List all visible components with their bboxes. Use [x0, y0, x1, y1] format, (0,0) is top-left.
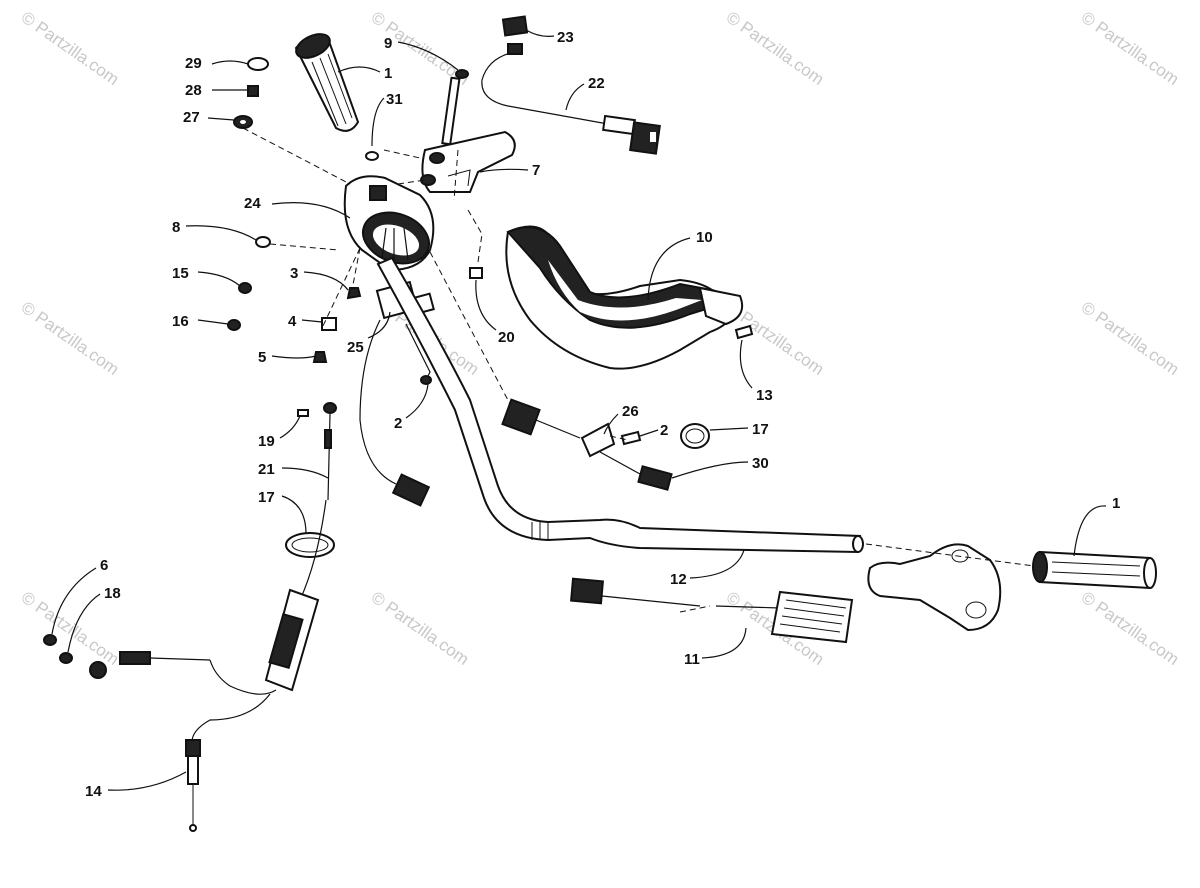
part-10-hand-guard[interactable]	[505, 225, 744, 370]
part-14-adjuster[interactable]	[185, 739, 201, 832]
assembly-lines	[242, 127, 1035, 613]
callout-6[interactable]: 6	[100, 557, 108, 574]
part-29-cap[interactable]	[247, 57, 269, 71]
part-7-bracket[interactable]	[420, 130, 516, 193]
callout-1-right[interactable]: 1	[1112, 495, 1120, 512]
part-18-washer[interactable]	[59, 652, 73, 664]
callout-14[interactable]: 14	[85, 783, 102, 800]
watermark: © Partzilla.com	[1078, 588, 1183, 669]
callout-17-upper[interactable]: 17	[752, 421, 769, 438]
part-15-nut[interactable]	[238, 282, 252, 294]
callout-28[interactable]: 28	[185, 82, 202, 99]
part-5-screw[interactable]	[312, 351, 328, 363]
part-12-handlebar[interactable]	[376, 256, 864, 554]
callout-11[interactable]: 11	[684, 651, 700, 668]
callout-1-top[interactable]: 1	[384, 65, 392, 82]
watermark: © Partzilla.com	[18, 298, 123, 379]
part-1-right-grip[interactable]	[1032, 550, 1157, 590]
callouts: 29 28 27 1 31 9 23 22 7 24 8 3 1	[51, 29, 1120, 800]
callout-24[interactable]: 24	[244, 195, 261, 212]
part-8-washer[interactable]	[255, 236, 271, 248]
callout-23[interactable]: 23	[557, 29, 574, 46]
part-26-connector-bracket[interactable]	[501, 398, 616, 458]
callout-10[interactable]: 10	[696, 229, 713, 246]
part-30-sensor[interactable]	[599, 451, 673, 491]
part-17-clamp-lower[interactable]	[285, 532, 335, 558]
right-control-housing	[867, 543, 1002, 632]
callout-2-right[interactable]: 2	[660, 422, 668, 439]
part-24-switch-housing[interactable]	[343, 175, 436, 272]
callout-9[interactable]: 9	[384, 35, 392, 52]
callout-31[interactable]: 31	[386, 91, 403, 108]
parts	[43, 15, 1157, 832]
part-23-plug[interactable]	[501, 15, 529, 37]
watermark: © Partzilla.com	[18, 8, 123, 89]
part-13-screw[interactable]	[734, 324, 754, 340]
callout-22[interactable]: 22	[588, 75, 605, 92]
callout-29[interactable]: 29	[185, 55, 202, 72]
part-21-cable[interactable]	[323, 402, 337, 501]
callout-16[interactable]: 16	[172, 313, 189, 330]
callout-25[interactable]: 25	[347, 339, 364, 356]
callout-13[interactable]: 13	[756, 387, 773, 404]
part-9-bolt[interactable]	[441, 69, 469, 146]
callout-21[interactable]: 21	[258, 461, 275, 478]
part-2-screw[interactable]	[620, 430, 642, 446]
part-20-screw[interactable]	[469, 267, 483, 279]
callout-20[interactable]: 20	[498, 329, 515, 346]
throttle-cable-assembly	[89, 499, 327, 743]
part-1-left-grip[interactable]	[292, 29, 360, 132]
callout-19[interactable]: 19	[258, 433, 275, 450]
watermark: © Partzilla.com	[368, 588, 473, 669]
callout-3[interactable]: 3	[290, 265, 298, 282]
part-19-clip[interactable]	[297, 409, 309, 417]
callout-7[interactable]: 7	[532, 162, 540, 179]
callout-30[interactable]: 30	[752, 455, 769, 472]
callout-12[interactable]: 12	[670, 571, 687, 588]
watermark: © Partzilla.com	[1078, 298, 1183, 379]
watermark: © Partzilla.com	[723, 8, 828, 89]
callout-5[interactable]: 5	[258, 349, 266, 366]
callout-17-lower[interactable]: 17	[258, 489, 275, 506]
watermark: © Partzilla.com	[1078, 8, 1183, 89]
part-3-screw[interactable]	[346, 287, 362, 300]
callout-18[interactable]: 18	[104, 585, 121, 602]
part-22-wire-harness[interactable]	[481, 43, 661, 155]
part-11-heater-element[interactable]	[570, 577, 854, 644]
part-31-nut[interactable]	[365, 151, 379, 161]
callout-8[interactable]: 8	[172, 219, 180, 236]
callout-26[interactable]: 26	[622, 403, 639, 420]
part-6-nut[interactable]	[43, 634, 57, 646]
callout-15[interactable]: 15	[172, 265, 189, 282]
part-16-washer[interactable]	[227, 319, 241, 331]
callout-27[interactable]: 27	[183, 109, 200, 126]
part-28-screw[interactable]	[247, 85, 259, 97]
callout-4[interactable]: 4	[288, 313, 297, 330]
callout-2-middle[interactable]: 2	[394, 415, 402, 432]
